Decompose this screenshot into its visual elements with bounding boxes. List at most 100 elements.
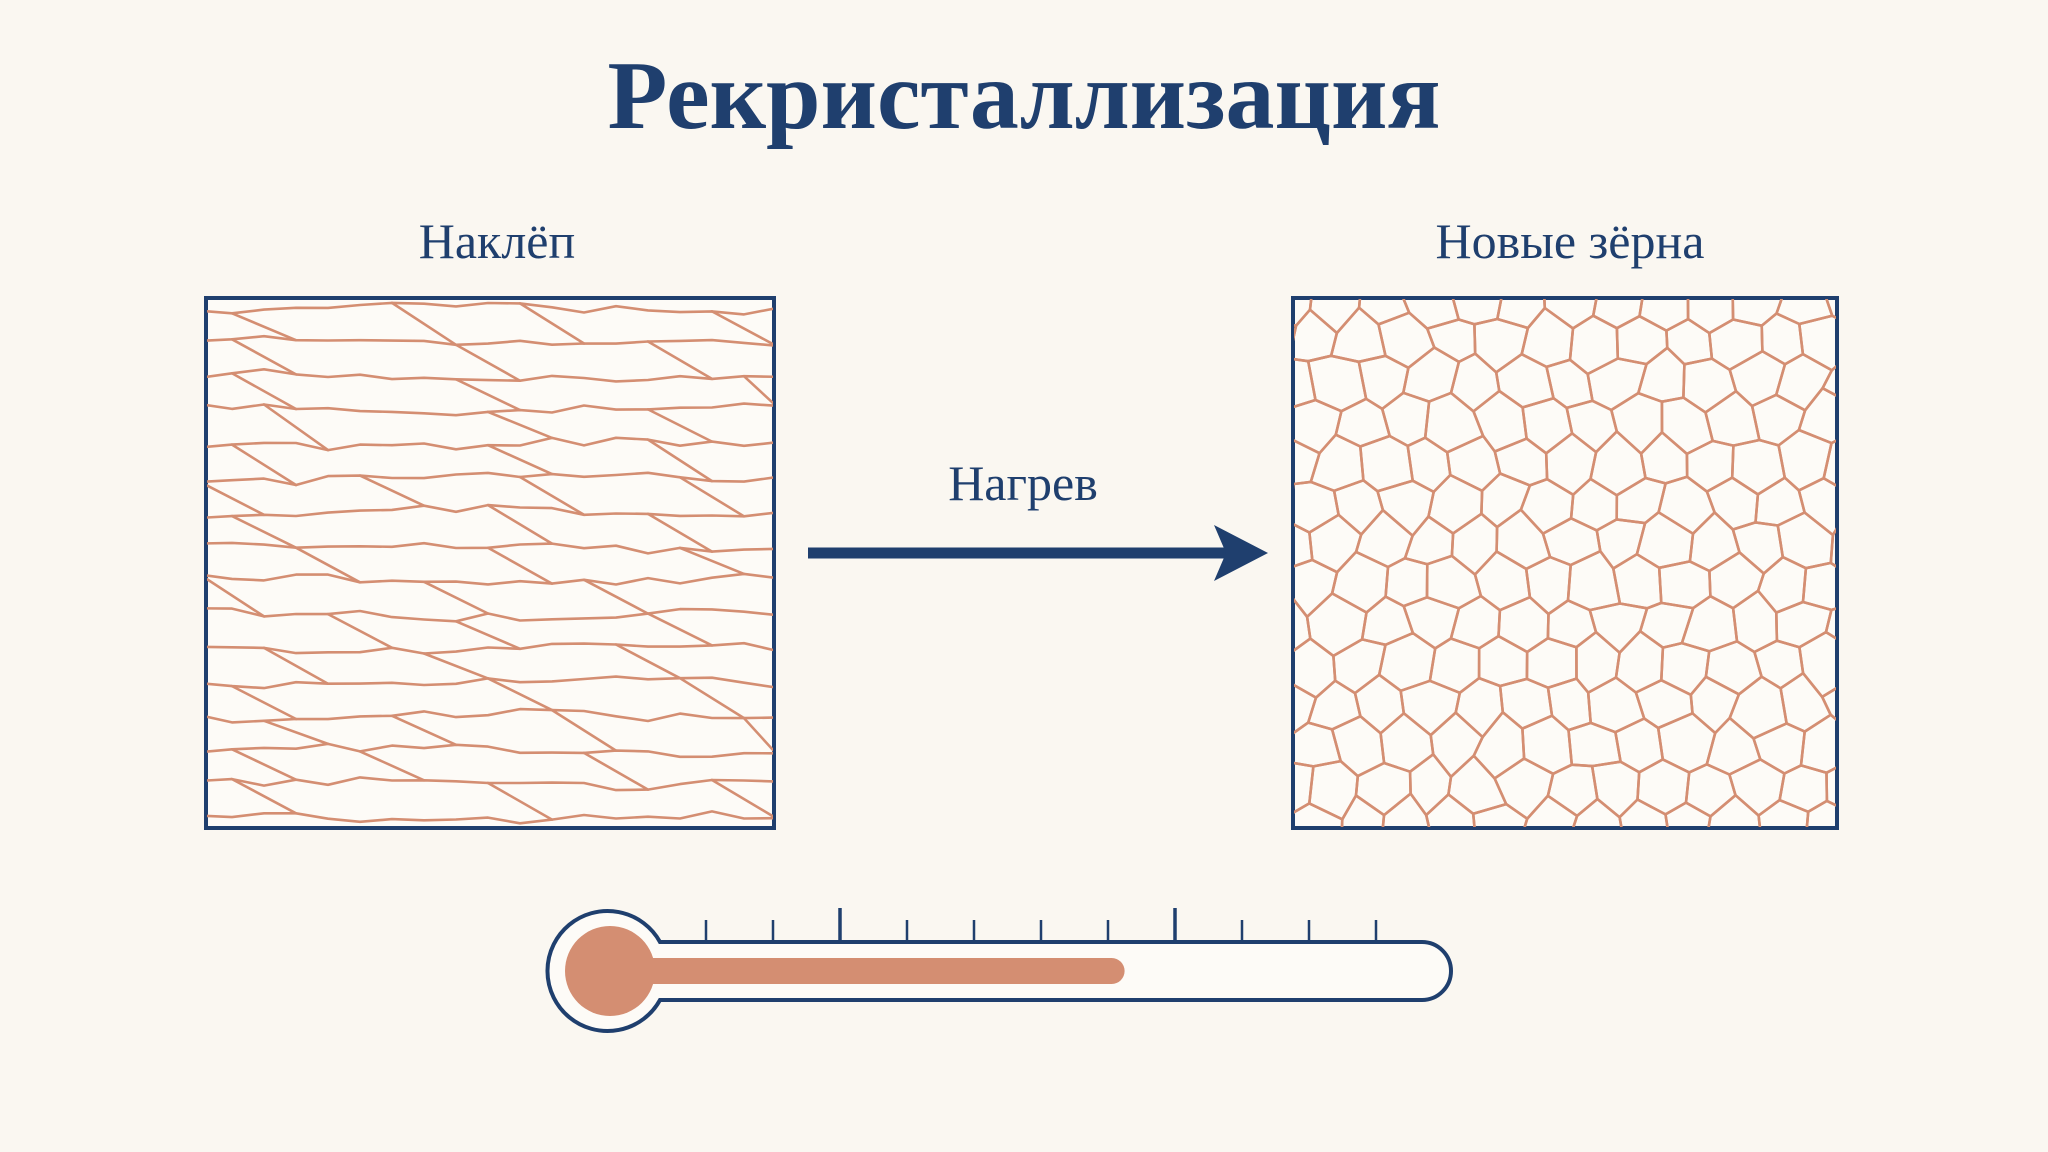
new-grains-panel-label: Новые зёрна xyxy=(1436,213,1705,269)
grain-boundary xyxy=(230,684,298,721)
grain-cell xyxy=(1849,804,1900,852)
grain-cell xyxy=(1618,798,1669,827)
grain-cell xyxy=(1316,845,1354,900)
deformed-panel-frame xyxy=(204,296,776,830)
grain-boundary xyxy=(518,475,586,517)
grain-cell xyxy=(1262,841,1317,890)
grain-boundary xyxy=(422,652,490,680)
grain-boundary xyxy=(454,343,522,382)
thermometer-level xyxy=(610,958,1125,984)
grain-cell xyxy=(1880,513,1918,574)
grain-boundary xyxy=(582,751,650,791)
grain-cell xyxy=(1900,310,1951,371)
grain-boundary xyxy=(207,641,773,655)
grain-cell xyxy=(1850,550,1901,606)
grain-boundary xyxy=(742,716,773,752)
grain-cell xyxy=(1823,835,1875,894)
grain-cell xyxy=(1900,634,1944,686)
grain-cell xyxy=(1246,794,1287,856)
grain-cell xyxy=(1294,483,1295,490)
grain-cell xyxy=(1218,676,1272,737)
grain-boundary xyxy=(262,646,330,685)
grain-boundary xyxy=(358,474,426,507)
grain-cell xyxy=(1692,843,1736,889)
grain-cell xyxy=(1757,798,1810,827)
grain-cell xyxy=(1572,797,1623,827)
diagram-title: Рекристаллизация xyxy=(608,42,1441,150)
grain-cell xyxy=(1846,229,1900,288)
grain-boundary xyxy=(230,312,298,342)
grain-boundary xyxy=(518,302,586,345)
grain-cell xyxy=(1424,793,1476,827)
grain-boundary xyxy=(262,403,330,452)
grain-boundary xyxy=(678,676,746,720)
grain-cell xyxy=(1589,837,1646,892)
grain-boundary xyxy=(646,340,714,381)
grain-cell xyxy=(1340,794,1386,827)
grain-cell xyxy=(1734,844,1782,891)
elongated-grain-boundaries xyxy=(207,301,773,825)
grain-cell xyxy=(1244,229,1293,286)
grain-boundary xyxy=(678,476,746,518)
grain-cell xyxy=(1846,472,1894,529)
grain-cell xyxy=(1217,754,1273,812)
thermometer-icon xyxy=(545,908,1453,1033)
grain-cell xyxy=(1762,228,1811,285)
grain-boundary xyxy=(230,514,298,549)
grain-boundary xyxy=(614,643,682,680)
grain-boundary xyxy=(454,378,522,412)
grain-cell xyxy=(1664,801,1712,827)
grain-cell xyxy=(1471,802,1529,827)
grain-cell xyxy=(1237,395,1285,446)
grain-boundary xyxy=(710,310,773,346)
grain-boundary xyxy=(486,503,554,545)
grain-boundary xyxy=(358,750,426,782)
grain-boundary xyxy=(678,546,746,576)
grain-cell xyxy=(1846,640,1901,688)
grain-cell xyxy=(1240,558,1288,617)
grain-cell xyxy=(1776,840,1827,891)
grain-boundary xyxy=(454,620,522,651)
grain-cell xyxy=(1872,349,1921,405)
grain-cell xyxy=(1897,795,1943,852)
grain-cell xyxy=(1892,472,1947,524)
grain-cell xyxy=(1875,433,1924,490)
grain-boundary xyxy=(422,580,490,615)
grain-boundary xyxy=(207,577,266,618)
grain-cell xyxy=(1401,844,1454,892)
deformed-panel-label: Наклёп xyxy=(419,213,576,269)
grain-cell xyxy=(1215,348,1266,414)
grain-boundary xyxy=(646,512,714,553)
grain-boundary xyxy=(230,338,298,376)
grain-boundary xyxy=(646,612,714,647)
grain-cell xyxy=(1335,227,1380,283)
grain-cell xyxy=(1892,561,1950,610)
grain-boundary xyxy=(230,372,298,411)
grain-cell xyxy=(1635,843,1692,900)
grain-boundary xyxy=(486,677,554,712)
grain-cell xyxy=(1506,840,1550,891)
grain-boundary xyxy=(207,742,773,759)
grain-boundary xyxy=(486,546,554,585)
grain-cell xyxy=(1215,600,1269,652)
grain-boundary xyxy=(486,443,554,476)
grain-boundary xyxy=(646,438,714,483)
grain-boundary xyxy=(390,714,458,747)
grain-boundary xyxy=(550,708,618,752)
grain-cell xyxy=(1849,317,1900,366)
grain-cell xyxy=(1707,227,1764,281)
heating-label: Нагрев xyxy=(948,455,1098,511)
grain-boundary xyxy=(646,408,714,443)
grain-cell xyxy=(1523,794,1579,827)
grain-cell xyxy=(1894,237,1950,285)
grain-cell xyxy=(1849,725,1898,771)
grain-cell xyxy=(1868,593,1923,652)
grain-cell xyxy=(1873,273,1923,325)
grain-cell xyxy=(1290,230,1341,293)
grain-cell xyxy=(1547,845,1590,894)
grain-cell xyxy=(1220,438,1271,485)
grain-cell xyxy=(1892,723,1948,773)
grain-boundary xyxy=(742,374,773,405)
grain-cell xyxy=(1808,231,1851,290)
